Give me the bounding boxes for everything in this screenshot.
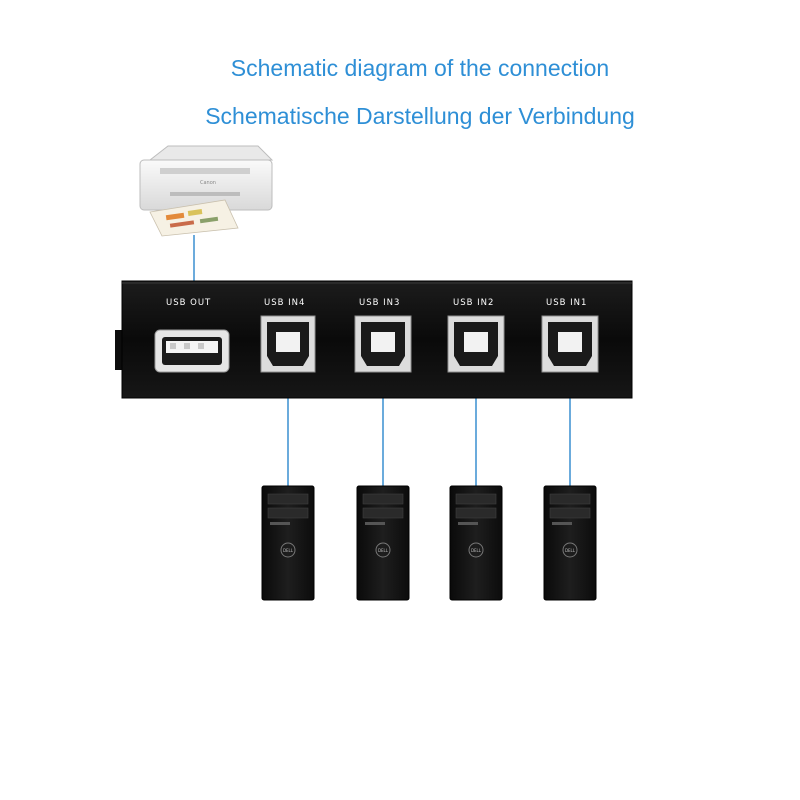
computer-1: DELL xyxy=(261,485,315,601)
usb-in1-port xyxy=(541,315,599,373)
port-label-usb-out: USB OUT xyxy=(166,298,211,308)
usb-in2-port xyxy=(447,315,505,373)
usb-out-port xyxy=(154,329,230,373)
computer-4: DELL xyxy=(543,485,597,601)
printer-icon: Canon xyxy=(139,145,274,237)
printer-brand: Canon xyxy=(200,180,216,186)
usb-in3-port xyxy=(354,315,412,373)
title-german: Schematische Darstellung der Verbindung xyxy=(205,103,635,129)
port-label-usb-in2: USB IN2 xyxy=(453,298,494,308)
computer-2: DELL xyxy=(356,485,410,601)
desktop-tower-icon: DELL xyxy=(449,485,503,601)
svg-text:DELL: DELL xyxy=(378,548,389,553)
usb-in4-port xyxy=(260,315,316,373)
desktop-tower-icon: DELL xyxy=(261,485,315,601)
computer-3: DELL xyxy=(449,485,503,601)
port-label-usb-in1: USB IN1 xyxy=(546,298,587,308)
svg-text:DELL: DELL xyxy=(283,548,294,553)
svg-text:DELL: DELL xyxy=(565,548,576,553)
title-english: Schematic diagram of the connection xyxy=(230,55,610,81)
port-label-usb-in3: USB IN3 xyxy=(359,298,400,308)
svg-text:DELL: DELL xyxy=(471,548,482,553)
port-label-usb-in4: USB IN4 xyxy=(264,298,305,308)
desktop-tower-icon: DELL xyxy=(543,485,597,601)
desktop-tower-icon: DELL xyxy=(356,485,410,601)
